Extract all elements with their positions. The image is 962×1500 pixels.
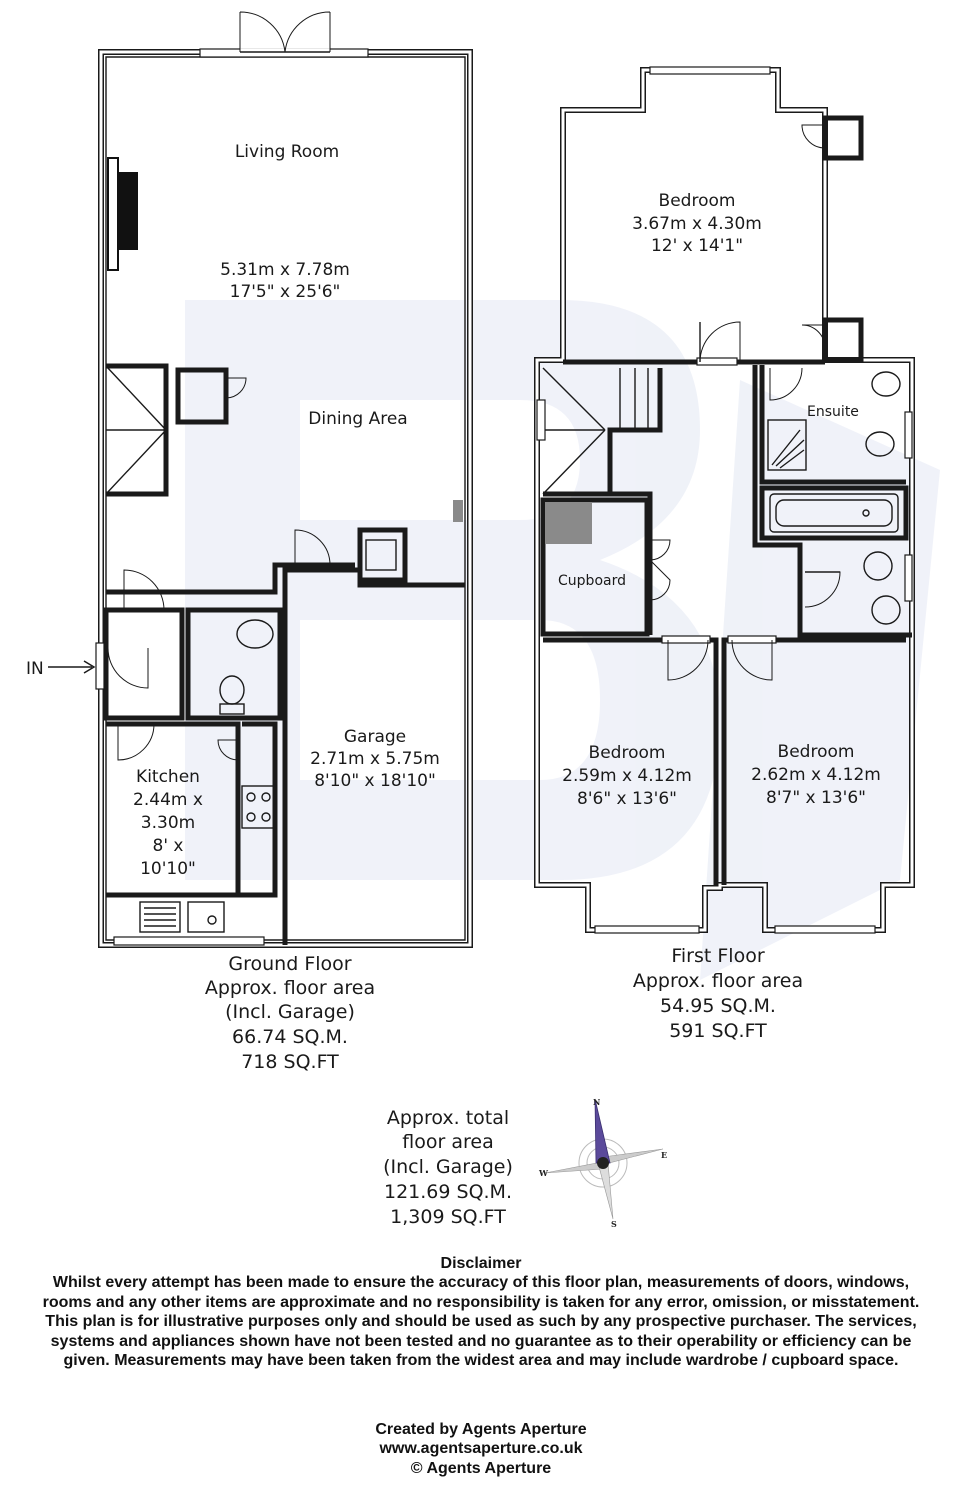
boiler [453,500,463,522]
svg-text:W: W [538,1168,549,1178]
svg-text:Approx. floor area: Approx. floor area [205,977,375,999]
svg-text:Approx. floor area: Approx. floor area [633,970,803,992]
utility-sink [357,527,408,583]
rear-bedroom-dims-m: 3.67m x 4.30m [632,214,762,234]
dining-area-name: Dining Area [308,409,407,429]
right-bedroom-name: Bedroom [778,742,855,762]
disclaimer: Disclaimer Whilst every attempt has been… [40,1254,922,1370]
cloakroom-wc [185,607,283,721]
hob [241,785,277,829]
cupboard-name: Cupboard [558,573,626,589]
staircase [105,365,167,495]
living-room-dims-ft: 17'5" x 25'6" [230,282,341,302]
hall-porch [103,607,185,721]
svg-text:718 SQ.FT: 718 SQ.FT [241,1051,339,1073]
svg-text:1,309 SQ.FT: 1,309 SQ.FT [390,1206,506,1228]
svg-text:E: E [661,1150,667,1160]
credits: Created by Agents Aperture www.agentsape… [240,1420,722,1478]
left-bedroom-dims-ft: 8'6" x 13'6" [577,789,677,809]
svg-text:floor area: floor area [402,1131,493,1153]
understairs-cupboard [175,367,229,425]
kitchen-dims-3: 8' x [153,836,184,856]
kitchen-dims-2: 3.30m [141,813,195,833]
ground-floor-summary: Ground Floor Approx. floor area (Incl. G… [205,953,375,1073]
left-bedroom-name: Bedroom [589,743,666,763]
kitchen-dims-4: 10'10" [140,859,196,879]
kitchen-dims-1: 2.44m x [133,790,203,810]
wc-basin [236,619,274,649]
disclaimer-body: Whilst every attempt has been made to en… [42,1274,920,1370]
chimney-breast-lower [822,317,864,363]
credits-creator: Created by Agents Aperture [375,1421,587,1438]
living-room-name: Living Room [235,142,339,162]
rear-bedroom-dims-ft: 12' x 14'1" [651,236,743,256]
svg-text:Approx. total: Approx. total [387,1107,509,1129]
rear-bedroom-name: Bedroom [659,191,736,211]
svg-text:First Floor: First Floor [671,945,764,967]
svg-text:(Incl. Garage): (Incl. Garage) [383,1156,513,1178]
fireplace [107,157,119,271]
svg-text:Ground Floor: Ground Floor [228,953,351,975]
credits-copyright: © Agents Aperture [410,1459,552,1477]
ground-floor-plan: IN Living Room 5.31m x 7.78m [26,11,473,1073]
chimney-breast-upper [822,115,864,161]
svg-text:54.95 SQ.M.: 54.95 SQ.M. [660,995,776,1017]
svg-text:121.69 SQ.M.: 121.69 SQ.M. [384,1181,512,1203]
airing-cupboard [540,497,650,637]
first-floor-summary: First Floor Approx. floor area 54.95 SQ.… [633,945,803,1042]
first-floor-plan: Ensuite Cupboard Bedroom 3.67m x 4.30m 1… [534,66,915,1042]
entrance-label: IN [26,659,44,679]
svg-text:(Incl. Garage): (Incl. Garage) [225,1001,355,1023]
kitchen-name: Kitchen [136,767,200,787]
garage-dims-m: 2.71m x 5.75m [310,749,440,769]
ensuite-basin [871,371,901,397]
right-bedroom-dims-m: 2.62m x 4.12m [751,765,881,785]
kitchen-sink [139,901,225,933]
ensuite-name: Ensuite [807,404,859,420]
bathtub [769,493,899,533]
bathroom-enclosure [759,485,909,541]
ensuite-shower [767,419,807,471]
bathroom-toilet [863,551,893,581]
svg-text:S: S [611,1219,617,1229]
garage-name: Garage [344,727,406,747]
svg-text:66.74 SQ.M.: 66.74 SQ.M. [232,1026,348,1048]
ensuite-toilet [865,431,895,457]
first-floor-staircase [542,367,649,495]
compass-needle [594,1098,611,1164]
compass-rose-icon: N E S W [538,1097,667,1229]
svg-text:N: N [593,1097,600,1107]
right-bedroom-dims-ft: 8'7" x 13'6" [766,788,866,808]
fireplace-hearth [118,172,138,250]
living-room-dims-m: 5.31m x 7.78m [220,260,350,280]
bathroom-basin [871,595,901,625]
total-area-summary: Approx. total floor area (Incl. Garage) … [383,1107,513,1228]
garage-dims-ft: 8'10" x 18'10" [314,771,436,791]
disclaimer-title: Disclaimer [440,1255,522,1272]
tank-block [545,502,592,544]
left-bedroom-dims-m: 2.59m x 4.12m [562,766,692,786]
credits-website[interactable]: www.agentsaperture.co.uk [379,1440,583,1458]
svg-text:591 SQ.FT: 591 SQ.FT [669,1020,767,1042]
